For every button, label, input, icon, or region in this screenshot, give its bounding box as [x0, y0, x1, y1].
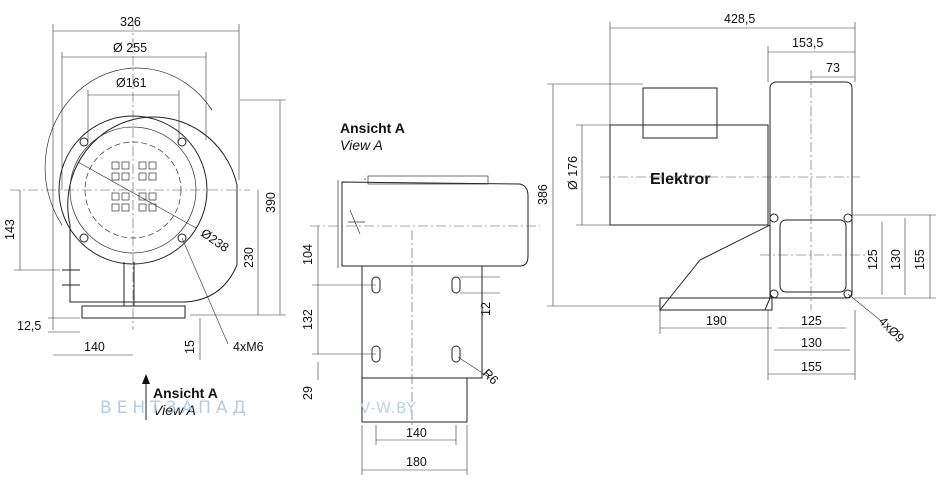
dim-axis-to-base: 143 [3, 219, 17, 240]
dim-base-offset: 140 [84, 340, 105, 354]
dim-total-height: 390 [264, 192, 278, 213]
front-view [10, 20, 250, 330]
view-a-foot [361, 377, 468, 423]
dim-motor-height: 104 [301, 244, 315, 265]
dim-flange-outer-h: 155 [801, 360, 822, 374]
dim-foot-height: 15 [183, 340, 197, 354]
front-dimensions: 326 Ø 255 Ø161 Ø238 390 230 143 12,5 140… [3, 15, 286, 360]
dim-flange-mid-v: 130 [889, 249, 903, 270]
side-dimensions: 428,5 153,5 73 Ø 176 386 125 130 155 190… [536, 12, 936, 380]
dim-inlet-dia: Ø 255 [113, 41, 147, 55]
view-a-subtitle: View A [340, 137, 383, 153]
watermark-brand: ВЕНТЗАПАД [100, 398, 251, 418]
dim-flange-inner-v: 125 [866, 249, 880, 270]
watermark-site: V-W.BY [360, 399, 417, 417]
view-a-motor [341, 181, 529, 267]
flange-holes [769, 213, 853, 299]
fan-housing [769, 81, 853, 299]
arrow-up-icon [142, 374, 150, 384]
dim-slot-width: 12 [479, 302, 493, 316]
dim-overall-length: 428,5 [724, 12, 755, 26]
dim-housing-width: 153,5 [792, 36, 823, 50]
view-a: Ansicht A View A [310, 120, 540, 430]
dim-screws: 4xM6 [233, 340, 264, 354]
outlet-flange [779, 219, 847, 293]
dim-base-thickness: 12,5 [17, 319, 41, 333]
dim-slot-radius: R6 [480, 366, 501, 387]
support-bracket [658, 224, 771, 311]
view-a-dimensions: 104 132 29 12 R6 140 180 [301, 226, 501, 475]
dim-flange-dia: Ø161 [116, 76, 147, 90]
dim-flange-outer-v: 155 [913, 249, 927, 270]
dim-flange-mid-h: 130 [801, 336, 822, 350]
watermark: ВЕНТЗАПАД V-W.BY [100, 398, 417, 418]
dim-base-length: 190 [706, 314, 727, 328]
arrow-title: Ansicht A [153, 385, 218, 401]
dim-outer-width: 180 [406, 455, 427, 469]
view-a-slots [371, 276, 461, 363]
view-a-arrow: Ansicht A View A [142, 374, 218, 420]
view-a-title: Ansicht A [340, 120, 405, 136]
dim-axis-height: 230 [242, 247, 256, 268]
motor-body [609, 124, 769, 226]
front-base [81, 305, 186, 319]
side-view: Elektror [600, 70, 870, 311]
dim-holes: 4xØ9 [876, 314, 907, 345]
dim-outlet-offset: 73 [826, 61, 840, 75]
dim-flange-inner-h: 125 [801, 314, 822, 328]
dim-bottom-offset: 29 [301, 386, 315, 400]
motor-label: Elektror [650, 171, 710, 188]
arrow-subtitle: View A [153, 402, 196, 418]
volute-rim [44, 67, 213, 226]
dim-total-height-side: 386 [536, 184, 550, 205]
terminal-box [642, 87, 718, 139]
dim-bolt-circle: Ø238 [198, 226, 231, 255]
volute-outline [67, 116, 238, 303]
dim-overall-width: 326 [120, 15, 141, 29]
dim-motor-dia: Ø 176 [566, 156, 580, 190]
dim-slot-spacing: 132 [301, 309, 315, 330]
motor-grille [111, 161, 157, 212]
dim-inner-width: 140 [406, 426, 427, 440]
bolt-holes [79, 137, 187, 243]
side-base [659, 297, 773, 311]
